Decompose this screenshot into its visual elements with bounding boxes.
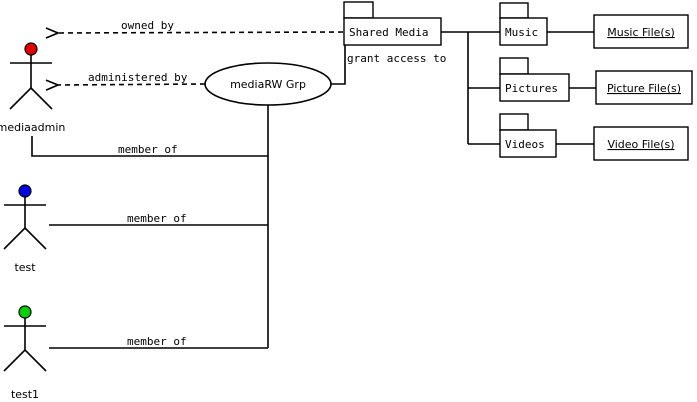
file-pictures[interactable]: Picture File(s) [595,70,693,105]
file-box [593,126,689,161]
actor-head-mediaadmin [24,42,38,56]
file-label-music: Music File(s) [607,26,675,39]
folder-body [499,129,557,158]
folder-tab-icon [499,2,529,19]
owned-by-arrow [58,32,344,33]
actor-right-leg [24,349,47,372]
folder-label-music: Music [505,26,538,39]
folder-label-pictures: Pictures [505,82,558,95]
grant-access-label: grant access to [347,52,446,65]
actor-left-leg [3,227,26,250]
actor-right-leg [30,87,53,110]
folder-tab-icon [343,1,374,19]
actor-test[interactable]: test [3,184,47,274]
group-label: mediaRW Grp [230,78,306,91]
folder-shared-media[interactable]: Shared Media [343,1,442,46]
folder-body [499,73,570,102]
actor-head-test [18,184,32,198]
folder-music[interactable]: Music [499,2,548,46]
file-music[interactable]: Music File(s) [593,14,689,49]
administered-by-label: administered by [88,71,188,84]
file-videos[interactable]: Video File(s) [593,126,689,161]
member-of-label-2: member of [127,212,187,225]
actor-left-leg [3,349,26,372]
actor-head-test1 [18,305,32,319]
group-mediarw[interactable]: mediaRW Grp [204,62,332,106]
actor-label-test: test [14,261,36,274]
member-of-label-1: member of [118,143,178,156]
owned-by-label: owned by [121,19,174,32]
actor-label-mediaadmin: mediaadmin [0,121,65,134]
membership-line-mediaadmin [31,136,268,157]
administered-by-arrow [58,84,206,85]
actor-left-leg [9,87,32,110]
folder-tab-icon [499,113,529,131]
folder-label-shared-media: Shared Media [349,26,428,39]
folder-videos[interactable]: Videos [499,113,557,158]
file-box [595,70,693,105]
actor-test1[interactable]: test1 [3,305,47,401]
file-box [593,14,689,49]
folder-label-videos: Videos [505,138,545,151]
member-of-label-3: member of [127,335,187,348]
file-label-videos: Video File(s) [607,138,674,151]
file-label-pictures: Picture File(s) [607,82,681,95]
actor-right-leg [24,227,47,250]
folder-tab-icon [499,57,529,75]
actor-label-test1: test1 [11,388,39,401]
grant-access-connector [331,45,346,85]
actor-mediaadmin[interactable]: mediaadmin [0,42,65,134]
folder-pictures[interactable]: Pictures [499,57,570,102]
